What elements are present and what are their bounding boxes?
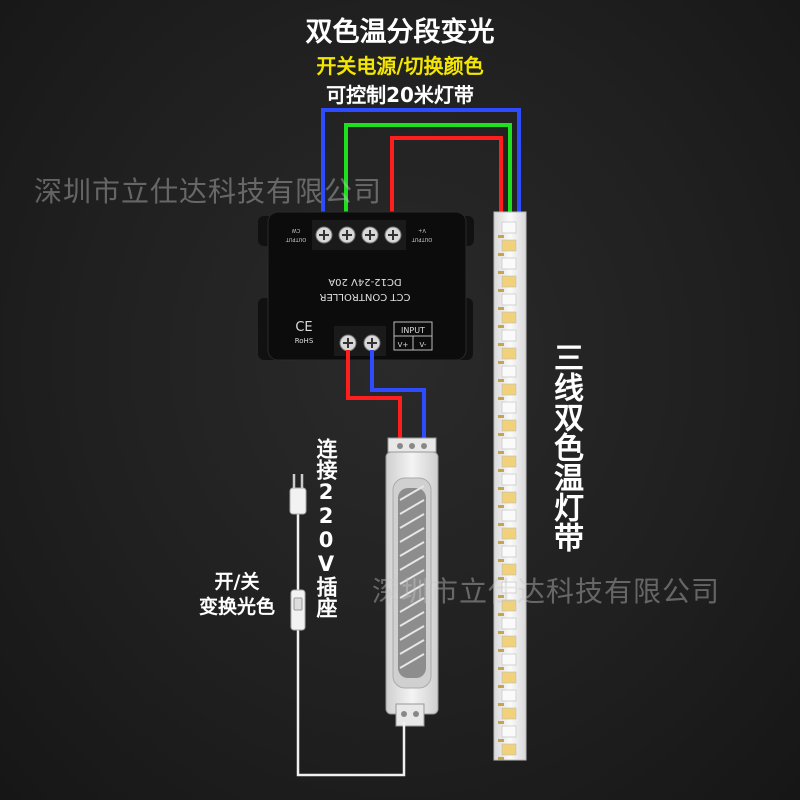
strip-pad bbox=[498, 289, 504, 292]
led-chip bbox=[501, 653, 517, 666]
pin-cw-label: CW bbox=[292, 227, 300, 233]
strip-pad bbox=[498, 703, 504, 706]
wire-red-input bbox=[346, 350, 402, 446]
led-chip bbox=[501, 617, 517, 630]
strip-pad bbox=[498, 595, 504, 598]
strip-pad bbox=[498, 253, 504, 256]
rohs-mark: RoHS bbox=[295, 337, 314, 345]
led-chip bbox=[501, 311, 517, 324]
led-chip bbox=[501, 455, 517, 468]
led-chip bbox=[501, 275, 517, 288]
led-chip bbox=[501, 491, 517, 504]
led-chip bbox=[501, 563, 517, 576]
input-label: INPUT bbox=[401, 326, 425, 335]
input-pos-label: V+ bbox=[398, 341, 409, 349]
led-chip bbox=[501, 239, 517, 252]
strip-pad bbox=[498, 325, 504, 328]
strip-pad bbox=[498, 523, 504, 526]
controller-model-label: CCT CONTROLLER bbox=[319, 291, 410, 302]
input-wires bbox=[346, 350, 426, 446]
led-chip bbox=[501, 707, 517, 720]
led-chip bbox=[501, 689, 517, 702]
led-chip bbox=[501, 437, 517, 450]
led-chip bbox=[501, 473, 517, 486]
watermark-lower: 深圳市立仕达科技有限公司 bbox=[372, 575, 721, 608]
led-chip bbox=[501, 257, 517, 270]
led-chip bbox=[501, 635, 517, 648]
strip-pad bbox=[498, 451, 504, 454]
strip-pad bbox=[498, 631, 504, 634]
strip-pad bbox=[498, 415, 504, 418]
strip-pad bbox=[498, 739, 504, 742]
led-chip bbox=[501, 293, 517, 306]
switch-label-line2: 变换光色 bbox=[198, 596, 275, 618]
wire-green bbox=[344, 123, 512, 230]
strip-pad bbox=[498, 541, 504, 544]
strip-pad bbox=[498, 613, 504, 616]
led-chip bbox=[501, 527, 517, 540]
led-chip bbox=[501, 725, 517, 738]
inline-switch bbox=[290, 589, 306, 631]
power-supply bbox=[385, 437, 439, 727]
strip-pad bbox=[498, 685, 504, 688]
strip-pad bbox=[498, 577, 504, 580]
led-chip bbox=[501, 581, 517, 594]
led-chip bbox=[501, 383, 517, 396]
mains-cable bbox=[289, 474, 406, 777]
strip-pad bbox=[498, 487, 504, 490]
strip-pad bbox=[498, 649, 504, 652]
strip-pad bbox=[498, 469, 504, 472]
led-chip bbox=[501, 401, 517, 414]
controller-spec-label: DC12-24V 20A bbox=[328, 276, 401, 287]
strip-pad bbox=[498, 721, 504, 724]
wire-red bbox=[390, 136, 503, 230]
led-chip bbox=[501, 329, 517, 342]
switch-label-line1: 开/关 bbox=[214, 571, 260, 593]
wire-blue-input bbox=[370, 350, 426, 446]
led-chip bbox=[501, 221, 517, 234]
strip-pad bbox=[498, 505, 504, 508]
output-terminals bbox=[315, 226, 402, 244]
plug-label: 连接220V插座 bbox=[314, 438, 338, 618]
output-wires bbox=[321, 108, 521, 230]
led-chip bbox=[501, 347, 517, 360]
strip-pad bbox=[498, 559, 504, 562]
output-right-label: OUTPUT bbox=[411, 236, 432, 242]
led-chip bbox=[501, 743, 517, 756]
output-left-label: OUTPUT bbox=[285, 236, 306, 242]
strip-label: 三线双色温灯带 bbox=[548, 342, 583, 552]
led-chip bbox=[501, 419, 517, 432]
power-plug bbox=[289, 474, 307, 515]
strip-pad bbox=[498, 433, 504, 436]
ce-mark: CE bbox=[295, 320, 312, 335]
strip-pad bbox=[498, 397, 504, 400]
wire-blue bbox=[321, 108, 521, 230]
strip-pad bbox=[498, 307, 504, 310]
led-strip bbox=[493, 211, 527, 761]
led-chip bbox=[501, 509, 517, 522]
strip-pad bbox=[498, 361, 504, 364]
pin-v-label: V+ bbox=[418, 227, 426, 233]
led-chip bbox=[501, 671, 517, 684]
strip-pad bbox=[498, 667, 504, 670]
diagram-subtitle: 开关电源/切换颜色 bbox=[316, 54, 484, 78]
led-chip bbox=[501, 599, 517, 612]
strip-pad bbox=[498, 343, 504, 346]
led-chip bbox=[501, 365, 517, 378]
diagram-title: 双色温分段变光 bbox=[305, 17, 495, 48]
input-neg-label: V- bbox=[420, 341, 427, 349]
cct-controller: CCT CONTROLLER DC12-24V 20A OUTPUT CW OU… bbox=[258, 211, 474, 361]
diagram-subtitle-2: 可控制20米灯带 bbox=[326, 83, 474, 107]
strip-pad bbox=[498, 757, 504, 760]
strip-pad bbox=[498, 235, 504, 238]
strip-pad bbox=[498, 379, 504, 382]
strip-pad bbox=[498, 271, 504, 274]
watermark-upper: 深圳市立仕达科技有限公司 bbox=[34, 175, 383, 208]
led-chip bbox=[501, 545, 517, 558]
